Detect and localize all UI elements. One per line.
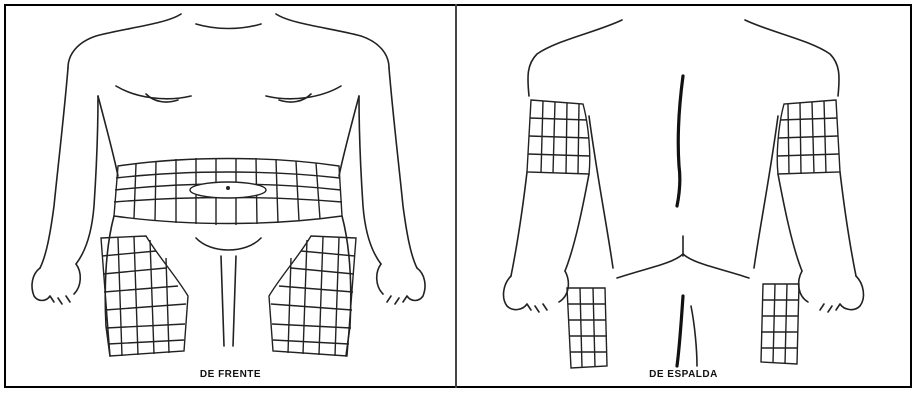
front-body-illustration [6,6,455,386]
back-body-illustration [457,6,910,386]
back-view-panel: DE ESPALDA [457,6,910,386]
back-view-caption: DE ESPALDA [457,369,910,380]
front-view-panel: DE FRENTE [6,6,455,386]
front-view-caption: DE FRENTE [6,369,455,380]
